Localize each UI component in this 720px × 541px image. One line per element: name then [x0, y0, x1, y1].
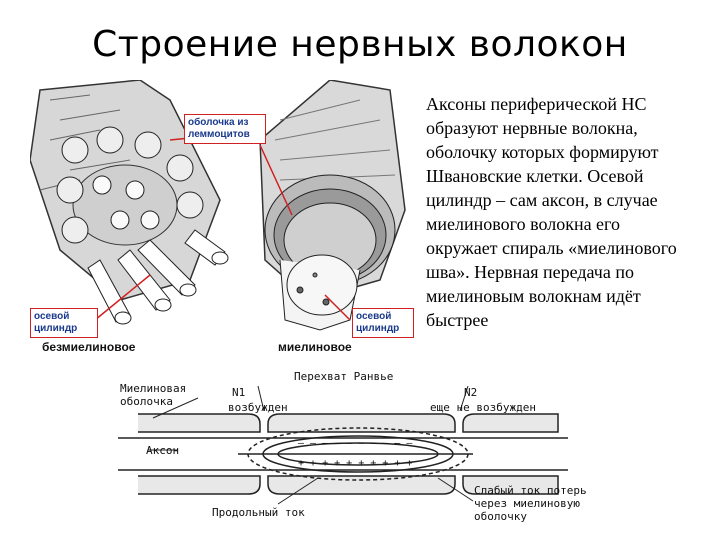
caption-unmyelinated: безмиелиновое [42, 340, 136, 354]
label-longitudinal-current: Продольный ток [212, 506, 305, 519]
callout-axis-cylinder-right: осевой цилиндр [352, 308, 414, 338]
callout-axis-cylinder-left: осевой цилиндр [30, 308, 98, 338]
label-axon: Аксон [146, 444, 180, 457]
label-not-excited: еще не возбужден [430, 401, 536, 414]
callout-lemmocyte-sheath: оболочка из леммоцитов [184, 114, 266, 144]
unmyelinated-bundle [29, 79, 229, 325]
saltatory-conduction-diagram: — — — — — — — — — — + + + + + + + + + + … [118, 366, 588, 536]
svg-text:— — — — — — — — — —: — — — — — — — — — — [298, 438, 413, 449]
label-excited: возбужден [228, 401, 288, 414]
svg-text:+ + + + + + + + + +: + + + + + + + + + + [298, 458, 412, 469]
fiber-drawing [29, 79, 406, 331]
slide-title: Строение нервных волокон [92, 24, 628, 65]
conduction-drawing: — — — — — — — — — — + + + + + + + + + + [118, 385, 568, 505]
nerve-fiber-illustration: оболочка из леммоцитов осевой цилиндр ос… [29, 79, 414, 356]
label-weak-leak-current: Слабый ток потерь через миелиновую оболо… [474, 484, 587, 523]
caption-myelinated: миелиновое [278, 340, 352, 354]
label-n1: N1 [232, 386, 246, 399]
label-myelin-sheath: Миелиновая оболочка [120, 382, 187, 408]
myelinated-fiber [259, 79, 406, 331]
description-text: Аксоны периферической НС образуют нервны… [426, 94, 677, 330]
label-node-of-ranvier: Перехват Ранвье [294, 370, 394, 383]
label-n2: N2 [464, 386, 478, 399]
